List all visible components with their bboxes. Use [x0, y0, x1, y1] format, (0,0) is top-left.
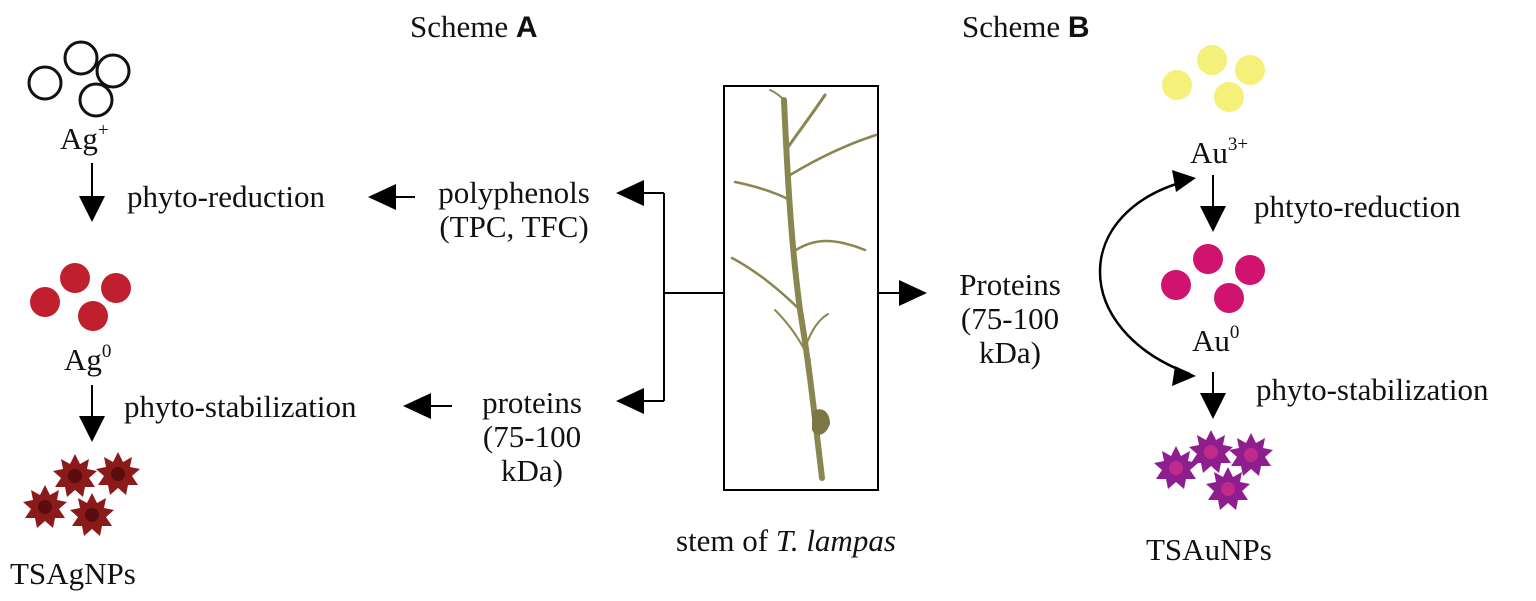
au-arrow-2: [1200, 372, 1226, 419]
au-metal-particle: [1161, 270, 1191, 300]
au-ion-particles: [1162, 45, 1265, 112]
au-ion-label: Au3+: [1190, 134, 1249, 170]
arrow-to-phyto-reduction: [368, 184, 415, 210]
left-phyto-stabilization-label: phyto-stabilization: [124, 389, 357, 424]
stem-image: [723, 85, 879, 491]
scheme-b-letter: B: [1067, 11, 1090, 44]
right-proteins-label: Proteins (75-100 kDa): [959, 267, 1061, 370]
au-metal-particles: [1161, 244, 1265, 313]
ag-ion-particle: [78, 82, 114, 118]
polyphenols-label: polyphenols (TPC, TFC): [438, 175, 590, 244]
arrow-to-phyto-stabilization: [403, 393, 452, 419]
au-ion-particle: [1235, 55, 1265, 85]
arrow-to-right-proteins: [878, 280, 927, 306]
ag-metal-label: Ag0: [64, 341, 112, 377]
ag-nanoparticles: [23, 452, 140, 536]
ag-metal-particle: [78, 301, 108, 331]
arrow-to-proteins: [616, 388, 644, 414]
ag-ion-particles: [27, 40, 131, 118]
left-proteins-label: proteins (75-100 kDa): [482, 385, 582, 488]
scheme-a-letter: A: [515, 11, 538, 44]
au-metal-particle: [1235, 255, 1265, 285]
stem-caption: stem of T. lampas: [676, 523, 896, 558]
scheme-a-title: Scheme A: [410, 10, 538, 45]
au-cycle-arrow: [1098, 170, 1196, 386]
scheme-b-prefix: Scheme: [962, 9, 1061, 44]
stem-branch-connector: [640, 192, 724, 402]
right-phyto-reduction-label: phtyto-reduction: [1254, 189, 1461, 224]
stem-image-frame: [723, 85, 879, 491]
ag-arrow-2: [79, 385, 105, 442]
ag-metal-particle: [60, 263, 90, 293]
au-metal-label: Au0: [1192, 322, 1240, 358]
ag-ion-label: Ag+: [60, 120, 109, 156]
ag-nanoparticles-label: TSAgNPs: [10, 556, 136, 591]
au-ion-particle: [1162, 70, 1192, 100]
scheme-b-title: Scheme B: [962, 10, 1090, 45]
ag-ion-particle: [95, 53, 131, 89]
arrow-to-polyphenols: [616, 180, 644, 206]
au-ion-particle: [1214, 82, 1244, 112]
ag-metal-particle: [30, 287, 60, 317]
left-phyto-reduction-label: phyto-reduction: [127, 179, 326, 214]
right-phyto-stabilization-label: phyto-stabilization: [1256, 372, 1489, 407]
scheme-a-prefix: Scheme: [410, 9, 509, 44]
ag-ion-particle: [27, 65, 63, 101]
au-metal-particle: [1214, 283, 1244, 313]
ag-arrow-1: [79, 163, 105, 222]
au-nanoparticles-label: TSAuNPs: [1146, 532, 1272, 567]
ag-metal-particles: [30, 263, 131, 331]
ag-ion-particle: [63, 40, 99, 76]
au-ion-particle: [1197, 45, 1227, 75]
au-nanoparticles: [1154, 430, 1273, 510]
ag-metal-particle: [101, 273, 131, 303]
au-arrow-1: [1200, 175, 1226, 232]
au-metal-particle: [1193, 244, 1223, 274]
